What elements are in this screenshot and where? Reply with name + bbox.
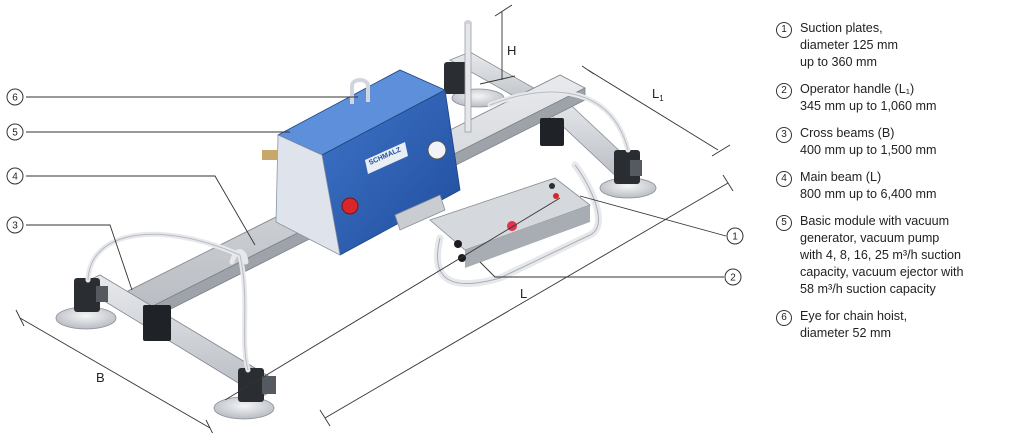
legend-number: 2 <box>776 83 792 99</box>
vacuum-gauge <box>427 140 447 160</box>
operator-handle <box>394 161 602 288</box>
suction-pad-front-right <box>213 368 276 420</box>
callout-6: 6 <box>6 88 24 106</box>
suction-pad-rear-right <box>599 150 657 199</box>
legend-text: diameter 52 mm <box>800 326 891 340</box>
legend-text: with 4, 8, 16, 25 m³/h suction <box>800 248 962 262</box>
legend-text: 345 mm up to 1,060 mm <box>800 99 937 113</box>
emergency-stop-button <box>341 197 359 215</box>
vacuum-hoses-outline <box>87 91 629 371</box>
legend-item-1: 1 Suction plates, diameter 125 mm up to … <box>772 20 1002 71</box>
legend-text: Main beam (L) <box>800 170 882 184</box>
legend-number: 6 <box>776 310 792 326</box>
dimension-lines <box>15 4 734 433</box>
legend-number: 5 <box>776 215 792 231</box>
svg-text:5: 5 <box>12 128 18 139</box>
legend-text: Cross beams (B) <box>800 126 895 140</box>
svg-text:6: 6 <box>12 93 18 104</box>
callout-3: 3 <box>6 216 24 234</box>
legend-text: up to 360 mm <box>800 55 878 69</box>
dimension-l1: L1 <box>652 86 664 103</box>
callout-5: 5 <box>6 123 24 141</box>
legend-text: 400 mm up to 1,500 mm <box>800 143 937 157</box>
legend-text: capacity, vacuum ejector with <box>800 265 964 279</box>
legend-item-3: 3 Cross beams (B) 400 mm up to 1,500 mm <box>772 125 1002 159</box>
beam-clamp-front <box>143 305 171 341</box>
hoist-eye <box>350 78 370 104</box>
legend: 1 Suction plates, diameter 125 mm up to … <box>772 20 1002 352</box>
legend-text: 58 m³/h suction capacity <box>800 282 936 296</box>
legend-text: Basic module with vacuum <box>800 214 950 228</box>
dimension-l: L <box>520 286 527 301</box>
legend-text: generator, vacuum pump <box>800 231 940 245</box>
legend-number: 1 <box>776 22 792 38</box>
legend-item-5: 5 Basic module with vacuum generator, va… <box>772 213 1002 298</box>
callout-4: 4 <box>6 167 24 185</box>
callout-2: 2 <box>724 268 742 286</box>
svg-text:4: 4 <box>12 172 18 183</box>
legend-item-6: 6 Eye for chain hoist, diameter 52 mm <box>772 308 1002 342</box>
legend-text: Suction plates, <box>800 21 883 35</box>
svg-text:3: 3 <box>12 221 18 232</box>
dimension-h: H <box>507 43 516 58</box>
basic-module: SCHMALZ <box>262 69 461 256</box>
legend-text: diameter 125 mm <box>800 38 898 52</box>
callout-1: 1 <box>726 227 744 245</box>
beam-clamp-rear <box>540 118 564 146</box>
legend-text: Eye for chain hoist, <box>800 309 908 323</box>
legend-number: 4 <box>776 171 792 187</box>
svg-text:2: 2 <box>730 273 736 284</box>
legend-item-4: 4 Main beam (L) 800 mm up to 6,400 mm <box>772 169 1002 203</box>
dimension-b: B <box>96 370 105 385</box>
svg-text:1: 1 <box>732 232 738 243</box>
hoist-mast <box>464 20 472 133</box>
legend-item-2: 2 Operator handle (L₁) 345 mm up to 1,06… <box>772 81 1002 115</box>
legend-text: Operator handle (L₁) <box>800 82 915 96</box>
leader-lines <box>26 96 727 291</box>
suction-pad-front-left <box>55 278 117 330</box>
legend-number: 3 <box>776 127 792 143</box>
legend-text: 800 mm up to 6,400 mm <box>800 187 937 201</box>
